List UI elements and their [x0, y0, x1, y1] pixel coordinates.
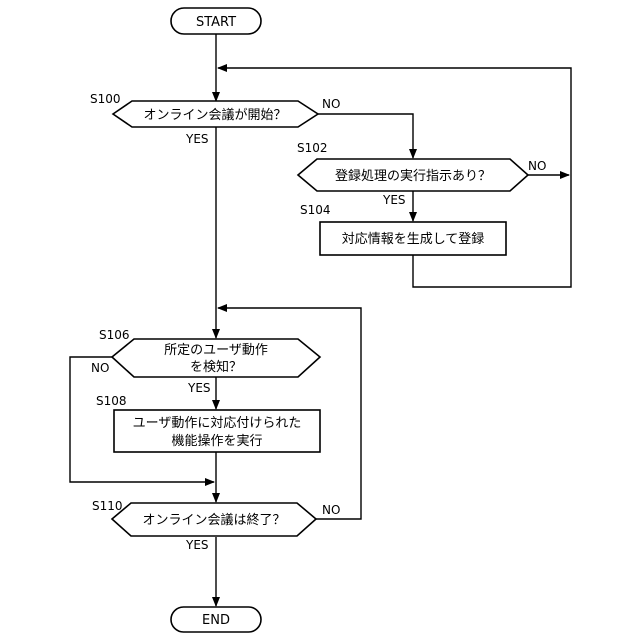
step-label-s110: S110 — [92, 499, 123, 513]
step-label-s106: S106 — [99, 328, 130, 342]
decision-s106-text-line1: 所定のユーザ動作 — [164, 343, 268, 358]
step-label-s104: S104 — [300, 203, 331, 217]
branch-s102-yes: YES — [382, 193, 406, 207]
end-label: END — [202, 613, 230, 628]
decision-s106-text-line2: を検知？ — [190, 359, 242, 375]
branch-s100-no: NO — [322, 97, 340, 111]
process-s108-text-line1: ユーザ動作に対応付けられた — [133, 416, 302, 431]
decision-s102-text: 登録処理の実行指示あり？ — [335, 168, 491, 184]
process-s108-text-line2: 機能操作を実行 — [171, 433, 262, 449]
branch-s106-yes: YES — [187, 381, 211, 395]
process-s104-text: 対応情報を生成して登録 — [342, 232, 485, 247]
branch-s110-yes: YES — [185, 538, 209, 552]
connector-s100-no-s102 — [318, 114, 413, 158]
decision-s100-text: オンライン会議が開始？ — [143, 108, 286, 123]
start-label: START — [196, 15, 236, 30]
branch-s100-yes: YES — [185, 132, 209, 146]
step-label-s108: S108 — [96, 394, 127, 408]
decision-s110-text: オンライン会議は終了？ — [142, 512, 285, 528]
step-label-s100: S100 — [90, 92, 121, 106]
branch-s110-no: NO — [322, 503, 340, 517]
step-label-s102: S102 — [297, 141, 328, 155]
branch-s106-no: NO — [91, 361, 109, 375]
branch-s102-no: NO — [528, 159, 546, 173]
